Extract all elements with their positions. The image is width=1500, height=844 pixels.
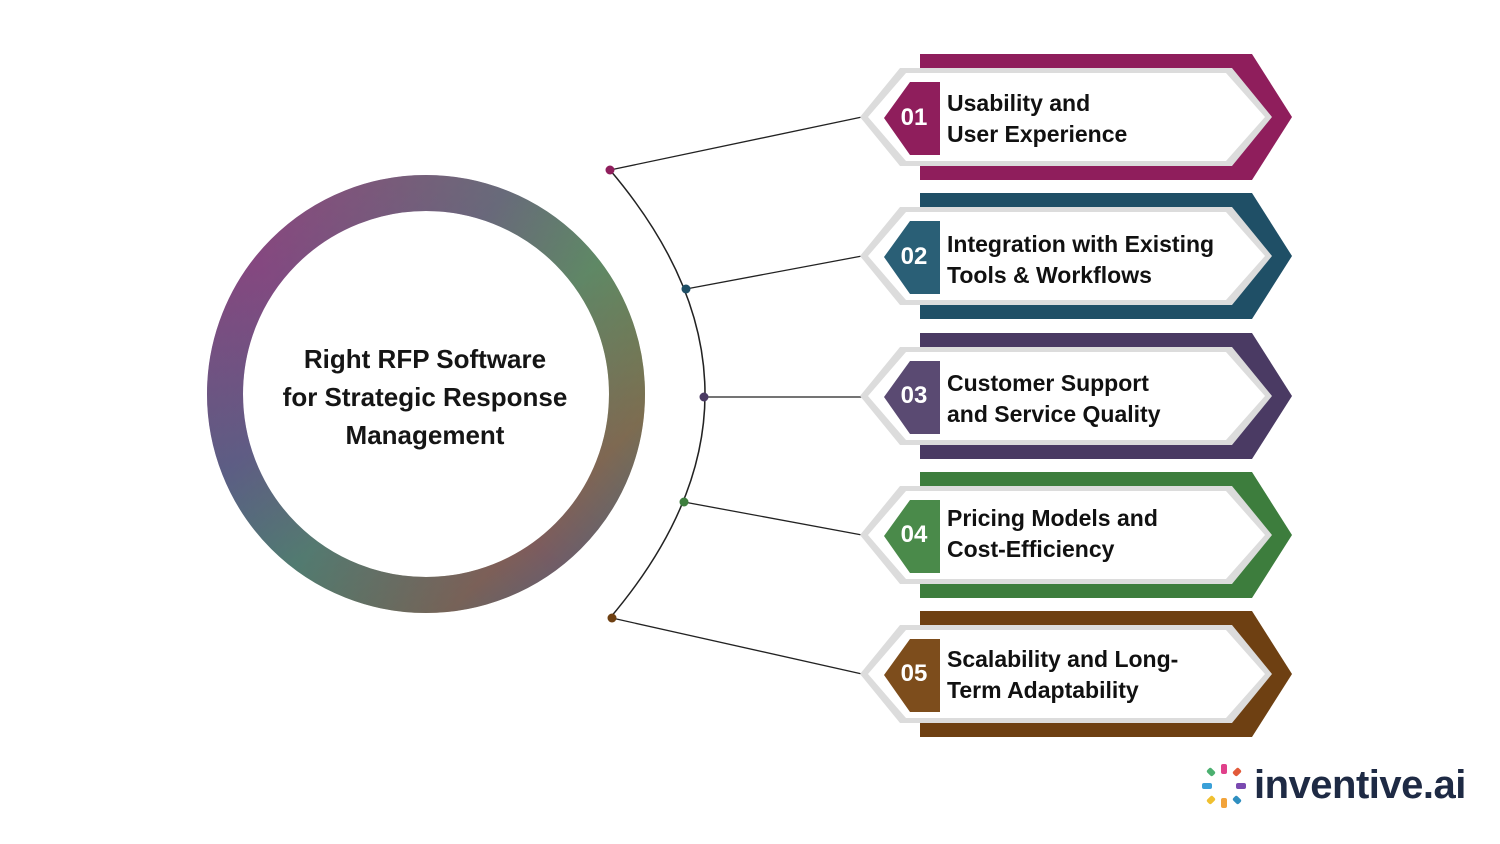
item-label-04-line-1: Pricing Models and	[947, 505, 1158, 531]
starburst-logo-icon	[1202, 764, 1246, 808]
item-number-03: 03	[900, 382, 928, 409]
item-label-03: Customer Support and Service Quality	[947, 368, 1160, 430]
item-label-01-line-2: User Experience	[947, 121, 1128, 147]
item-label-04: Pricing Models and Cost-Efficiency	[947, 503, 1158, 565]
item-badge-05	[860, 611, 1292, 737]
item-number-04: 04	[900, 521, 928, 548]
item-label-01-line-1: Usability and	[947, 90, 1091, 116]
hub-title: Right RFP Software for Strategic Respons…	[250, 340, 600, 454]
connector-line-01	[609, 116, 863, 171]
item-badge-04	[860, 472, 1292, 598]
item-label-05-line-2: Term Adaptability	[947, 677, 1139, 703]
connector-line-02	[685, 255, 863, 290]
item-label-02: Integration with Existing Tools & Workfl…	[947, 229, 1214, 291]
item-label-04-line-2: Cost-Efficiency	[947, 536, 1115, 562]
item-badge-03	[860, 333, 1292, 459]
hub-title-line-1: Right RFP Software	[303, 344, 547, 374]
item-badge-02	[860, 193, 1292, 319]
item-label-05: Scalability and Long- Term Adaptability	[947, 644, 1178, 706]
connector-dot-02	[681, 284, 691, 294]
brand-logo-text: inventive.ai	[1254, 762, 1466, 807]
item-label-02-line-1: Integration with Existing	[947, 231, 1215, 257]
hub-title-line-2: for Strategic Response	[282, 382, 568, 412]
item-badge-01	[860, 54, 1292, 180]
connector-line-04	[683, 501, 863, 536]
connector-dot-05	[607, 613, 617, 623]
connector-dot-01	[605, 165, 615, 175]
item-label-05-line-1: Scalability and Long-	[947, 646, 1179, 672]
connector-line-05	[611, 617, 863, 675]
item-label-03-line-1: Customer Support	[947, 370, 1149, 396]
hub-title-line-3: Management	[345, 420, 505, 450]
item-number-02: 02	[900, 243, 928, 270]
connector-dot-03	[699, 392, 709, 402]
hub-ring	[207, 175, 645, 613]
item-label-03-line-2: and Service Quality	[947, 401, 1161, 427]
item-number-05: 05	[900, 660, 928, 687]
item-label-02-line-2: Tools & Workflows	[947, 262, 1152, 288]
item-number-01: 01	[900, 104, 928, 131]
item-label-01: Usability and User Experience	[947, 88, 1127, 150]
brand-logo: inventive.ai	[1248, 760, 1466, 810]
connector-dot-04	[679, 497, 689, 507]
